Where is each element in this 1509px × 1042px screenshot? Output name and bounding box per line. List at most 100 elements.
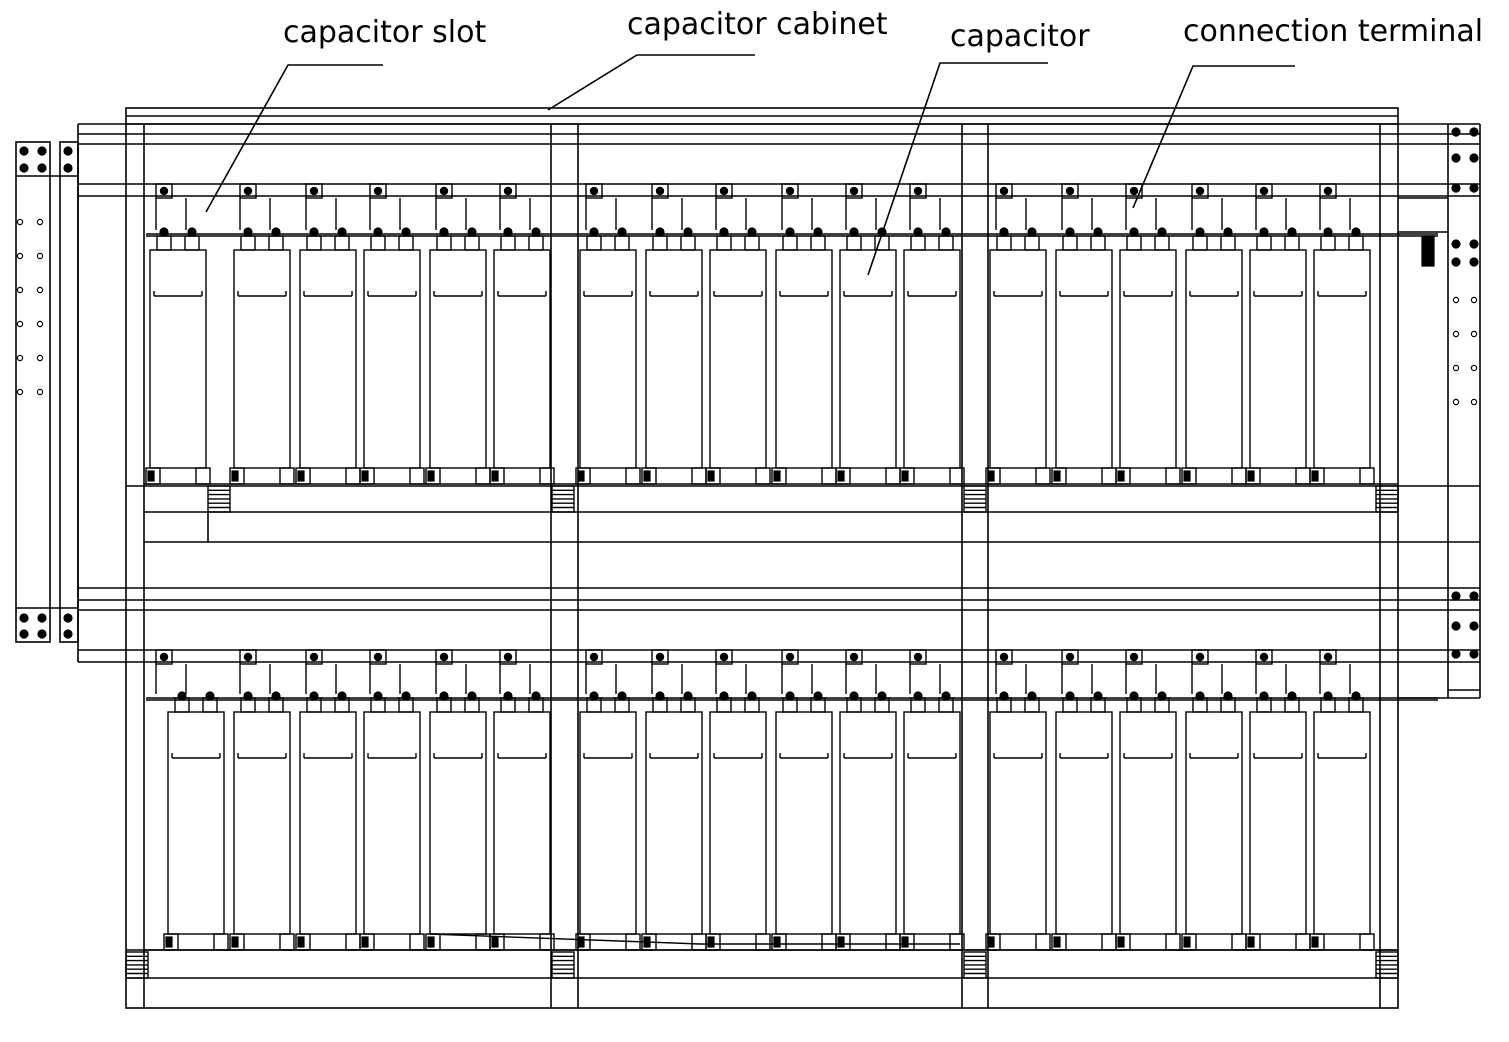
bushing — [1062, 235, 1078, 251]
capacitor-foot — [1035, 467, 1051, 485]
bolt — [37, 613, 47, 623]
capacitor — [839, 711, 897, 935]
capacitor-foot — [691, 933, 707, 951]
connection-terminal — [239, 183, 257, 199]
hole — [16, 218, 24, 226]
bolt — [243, 186, 253, 196]
bolt — [1469, 153, 1479, 163]
cabinet-outline — [125, 107, 1399, 1009]
bushing-cap — [747, 227, 757, 237]
bolt — [37, 163, 47, 173]
foot-bolt — [1311, 470, 1319, 482]
bolt — [19, 146, 29, 156]
bushing — [500, 235, 516, 251]
bushing — [744, 235, 760, 251]
bolt — [785, 186, 795, 196]
bushing-cap — [785, 691, 795, 701]
bushing-cap — [503, 691, 513, 701]
capacitor-foot — [691, 467, 707, 485]
capacitor — [493, 711, 551, 935]
bolt — [589, 186, 599, 196]
bolt — [373, 186, 383, 196]
connection-terminal — [651, 183, 669, 199]
foot-bolt — [707, 936, 715, 948]
foot-bolt — [1183, 936, 1191, 948]
hole — [16, 252, 24, 260]
bushing — [370, 235, 386, 251]
bushing-cap — [401, 227, 411, 237]
capacitor-foot — [345, 467, 361, 485]
bolt — [589, 652, 599, 662]
bushing-cap — [1287, 227, 1297, 237]
bushing-cap — [337, 691, 347, 701]
bolt — [1129, 652, 1139, 662]
capacitor — [775, 249, 833, 469]
connection-terminal — [435, 649, 453, 665]
connection-terminal — [845, 183, 863, 199]
capacitor-foot — [409, 933, 425, 951]
foot-bolt — [773, 470, 781, 482]
bolt — [309, 652, 319, 662]
bushing — [240, 235, 256, 251]
bolt — [913, 186, 923, 196]
capacitor-foot — [1295, 467, 1311, 485]
hole — [36, 252, 44, 260]
capacitor — [1185, 249, 1243, 469]
bushing-cap — [531, 227, 541, 237]
foot-bolt — [1053, 936, 1061, 948]
capacitor — [1055, 249, 1113, 469]
connection-terminal — [1255, 183, 1273, 199]
bushing-cap — [1065, 691, 1075, 701]
foot-bolt — [707, 470, 715, 482]
capacitor-foot — [539, 933, 555, 951]
foot-bolt — [987, 470, 995, 482]
bushing-cap — [813, 227, 823, 237]
bushing-cap — [337, 227, 347, 237]
bushing-cap — [309, 227, 319, 237]
bushing-cap — [941, 227, 951, 237]
foot-bolt — [577, 936, 585, 948]
bushing-cap — [1323, 227, 1333, 237]
bushing — [680, 235, 696, 251]
hole — [36, 218, 44, 226]
bushing — [334, 235, 350, 251]
capacitor-foot — [213, 933, 229, 951]
bushing-cap — [373, 691, 383, 701]
capacitor-foot — [1165, 933, 1181, 951]
foot-bolt — [361, 936, 369, 948]
capacitor-foot — [1231, 933, 1247, 951]
bushing — [1348, 235, 1364, 251]
connection-terminal — [715, 183, 733, 199]
capacitor-foot — [539, 467, 555, 485]
bolt — [1451, 183, 1461, 193]
hole — [1470, 330, 1478, 338]
bushing — [938, 235, 954, 251]
bushing — [614, 235, 630, 251]
connection-terminal — [239, 649, 257, 665]
connection-terminal — [995, 649, 1013, 665]
bushing — [306, 235, 322, 251]
connection-terminal — [585, 183, 603, 199]
bolt — [1129, 186, 1139, 196]
foot-bolt — [361, 470, 369, 482]
bolt — [1451, 591, 1461, 601]
bolt — [243, 652, 253, 662]
foot-bolt — [491, 936, 499, 948]
connection-terminal — [499, 649, 517, 665]
capacitor-foot — [1231, 467, 1247, 485]
capacitor-foot — [625, 467, 641, 485]
bushing-cap — [1093, 691, 1103, 701]
bolt — [655, 652, 665, 662]
bushing-cap — [159, 227, 169, 237]
capacitor — [167, 711, 225, 935]
bushing-cap — [1223, 227, 1233, 237]
bushing-cap — [1351, 691, 1361, 701]
bushing — [398, 235, 414, 251]
bushing — [156, 235, 172, 251]
bushing-cap — [785, 227, 795, 237]
bushing-cap — [187, 227, 197, 237]
bushing — [184, 235, 200, 251]
capacitor-label: capacitor — [950, 19, 1090, 54]
